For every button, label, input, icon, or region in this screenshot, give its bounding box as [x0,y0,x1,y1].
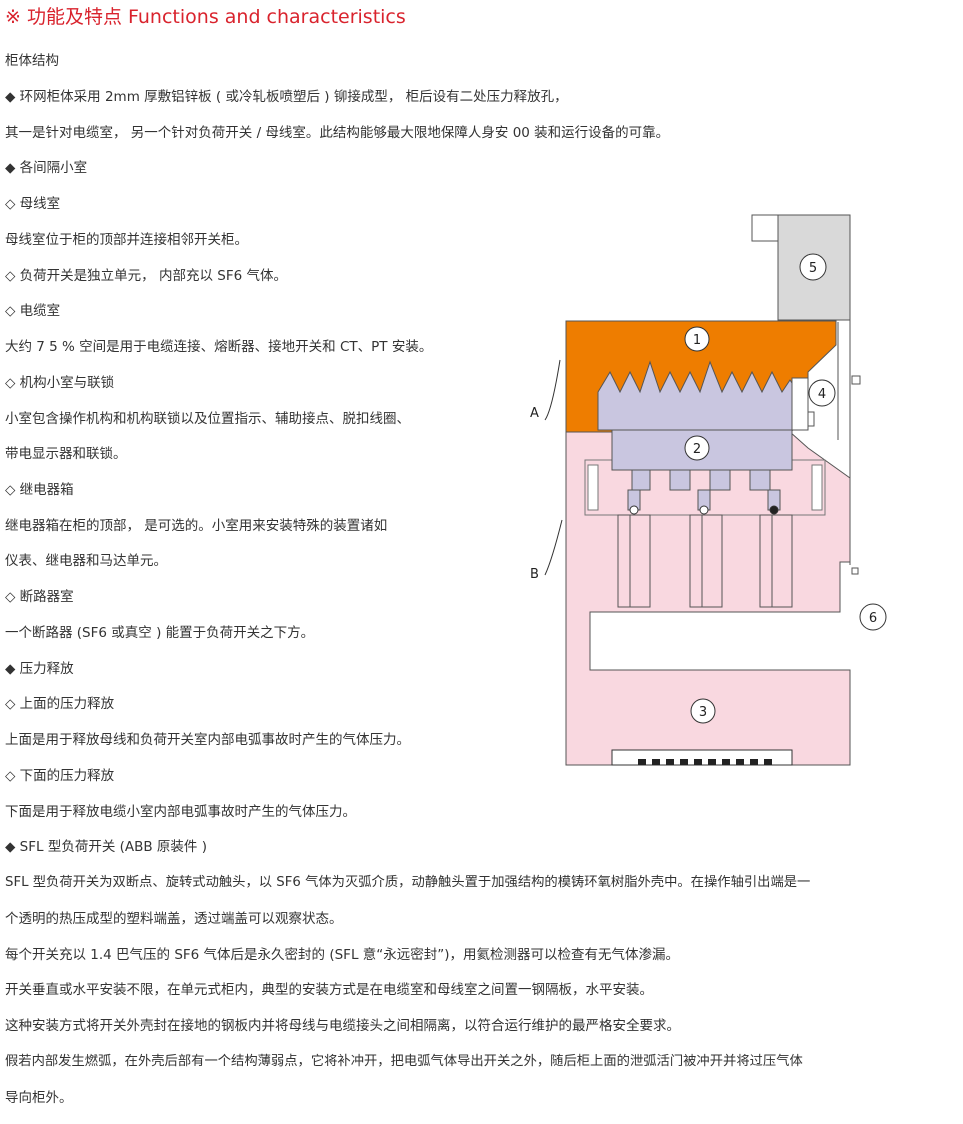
text-line: ◇ 下面的压力释放 [5,768,115,784]
text-line: ◇ 机构小室与联锁 [5,375,115,391]
text-line: 下面是用于释放电缆小室内部电弧事故时产生的气体压力。 [5,804,356,820]
vent-grille [638,759,772,765]
callout-2 [684,435,710,461]
text-line: ◇ 负荷开关是独立单元， 内部充以 SF6 气体。 [5,268,287,284]
text-line: ◇ 电缆室 [5,303,61,319]
callout-2-text: 2 [693,442,701,457]
section-title: ※ 功能及特点 Functions and characteristics [5,6,406,28]
label-a: A [530,406,539,421]
text-line: 上面是用于释放母线和负荷开关室内部电弧事故时产生的气体压力。 [5,732,410,748]
text-line: 开关垂直或水平安装不限，在单元式柜内，典型的安装方式是在电缆室和母线室之间置一钢… [5,982,653,998]
text-line: 一个断路器 (SF6 或真空 ) 能置于负荷开关之下方。 [5,625,315,641]
text-line: 假若内部发生燃弧，在外壳后部有一个结构薄弱点，它将补冲开，把电弧气体导出开关之外… [5,1054,803,1069]
callout-5 [799,253,827,281]
text-line: ◆ 环网柜体采用 2mm 厚敷铝锌板 ( 或冷轧板喷塑后 ) 铆接成型， 柜后设… [5,89,568,105]
text-line: ◆ 各间隔小室 [5,160,88,176]
callout-3 [690,698,716,724]
text-line: 带电显示器和联锁。 [5,446,127,462]
text-line: ◆ SFL 型负荷开关 (ABB 原装件 ) [5,839,207,855]
callout-4 [808,379,836,407]
callout-5-text: 5 [809,261,817,276]
label-b: B [530,567,539,582]
text-line: 小室包含操作机构和机构联锁以及位置指示、辅助接点、脱扣线圈、 [5,411,410,427]
text-line: 每个开关充以 1.4 巴气压的 SF6 气体后是永久密封的 (SFL 意“永远密… [5,947,680,963]
text-line: ◇ 母线室 [5,196,61,212]
text-line: 继电器箱在柜的顶部， 是可选的。小室用来安装特殊的装置诸如 [5,518,388,534]
text-line: 仪表、继电器和马达单元。 [5,553,167,569]
callout-6-text: 6 [869,611,877,626]
callout-3-text: 3 [699,705,707,720]
text-line: 个透明的热压成型的塑料端盖，透过端盖可以观察状态。 [5,911,343,927]
text-line: ◆ 压力释放 [5,661,74,677]
callout-1 [684,326,710,352]
text-line: 母线室位于柜的顶部并连接相邻开关柜。 [5,232,248,248]
switchgear-diagram: A B 1 2 3 4 5 6 [530,214,887,766]
text-line: SFL 型负荷开关为双断点、旋转式动触头，以 SF6 气体为灭弧介质，动静触头置… [5,875,811,890]
text-line: 柜体结构 [5,53,59,69]
text-line: 这种安装方式将开关外壳封在接地的钢板内并将母线与电缆接头之间相隔离，以符合运行维… [5,1018,680,1034]
callout-1-text: 1 [693,333,701,348]
text-line: 其一是针对电缆室， 另一个针对负荷开关 / 母线室。此结构能够最大限地保障人身安… [5,125,670,141]
text-line: ◇ 上面的压力释放 [5,696,115,712]
text-line: ◇ 继电器箱 [5,482,74,498]
text-line: 导向柜外。 [5,1090,73,1106]
callout-4-text: 4 [818,387,826,402]
text-line: ◇ 断路器室 [5,589,74,605]
text-line: 大约 7 5 % 空间是用于电缆连接、熔断器、接地开关和 CT、PT 安装。 [5,339,433,355]
callout-6 [859,603,887,631]
